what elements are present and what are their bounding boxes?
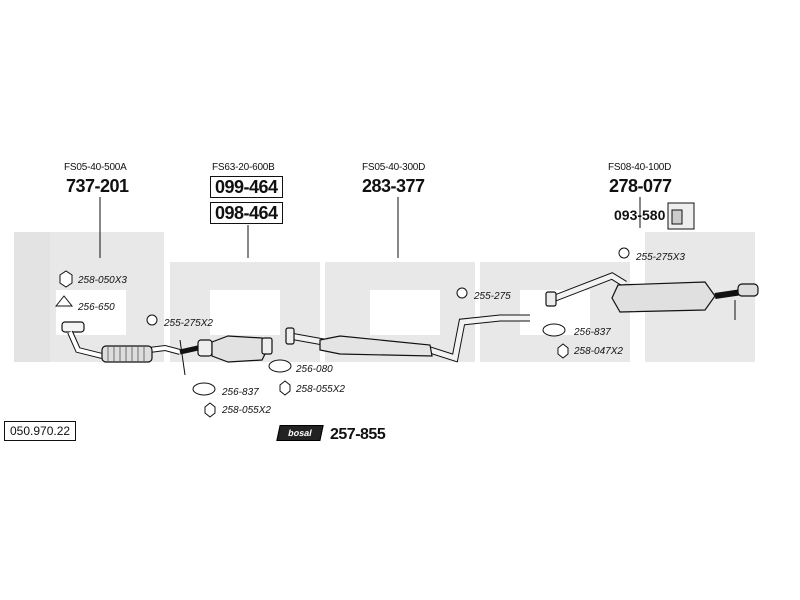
rear-silencer [545, 272, 759, 313]
nut-icon [59, 270, 73, 288]
group-code: FS05-40-500A [64, 162, 127, 173]
part-number[interactable]: 737-201 [66, 176, 129, 196]
nut-icon [204, 402, 216, 418]
fitting-label[interactable]: 258-055X2 [296, 384, 345, 395]
fitting-label[interactable]: 255-275X2 [164, 318, 213, 329]
clamp-icon [456, 287, 468, 299]
bosal-logo: bosal [276, 425, 324, 441]
part-number[interactable]: 099-464 [210, 176, 283, 198]
clamp-icon [618, 247, 630, 259]
gasket-icon [268, 359, 292, 373]
group-code: FS08-40-100D [608, 162, 672, 173]
part-number[interactable]: 098-464 [210, 202, 283, 224]
kit-part-number[interactable]: 257-855 [330, 426, 386, 443]
fitting-label[interactable]: 256-837 [574, 327, 611, 338]
fitting-label[interactable]: 255-275X3 [636, 252, 685, 263]
fitting-label[interactable]: 255-275 [474, 291, 511, 302]
catalytic-converter [179, 335, 273, 363]
nut-icon [279, 380, 291, 396]
gasket-icon [542, 323, 566, 337]
gasket-icon [192, 382, 216, 396]
fitting-label[interactable]: 256-650 [78, 302, 115, 313]
gasket-icon [54, 295, 74, 307]
part-number[interactable]: 278-077 [609, 176, 672, 196]
part-number[interactable]: 283-377 [362, 176, 425, 196]
part-number[interactable]: 093-580 [614, 207, 666, 223]
fitting-label[interactable]: 256-080 [296, 364, 333, 375]
fitting-label[interactable]: 256-837 [222, 387, 259, 398]
group-code: FS63-20-600B [212, 162, 275, 173]
centre-pipe [285, 314, 530, 363]
fitting-label[interactable]: 258-047X2 [574, 346, 623, 357]
fitting-label[interactable]: 258-050X3 [78, 275, 127, 286]
group-code: FS05-40-300D [362, 162, 426, 173]
front-pipe [61, 321, 181, 363]
leader-line-a [179, 339, 186, 376]
watermark-logo [14, 232, 755, 362]
clamp-icon [146, 314, 158, 326]
nut-icon [557, 343, 569, 359]
reference-number: 050.970.22 [4, 421, 77, 441]
fitting-label[interactable]: 258-055X2 [222, 405, 271, 416]
